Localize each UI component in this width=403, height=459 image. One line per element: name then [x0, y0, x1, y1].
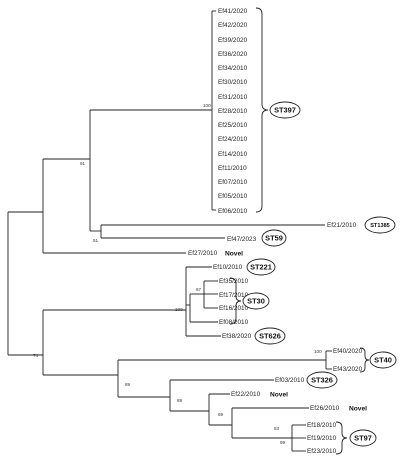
leaf-label: Ef06/2010: [218, 208, 248, 215]
novel-label: Novel: [225, 251, 243, 258]
tree-branches: [7, 10, 332, 452]
bootstrap-value: 100: [203, 103, 211, 108]
leaf-label: Ef39/2020: [218, 37, 248, 44]
st59-oval: [261, 229, 287, 247]
st1385-oval: [364, 216, 396, 234]
leaf-label: Ef23/2010: [307, 448, 337, 455]
bootstrap-value: 100: [314, 349, 322, 354]
bootstrap-value: 69: [218, 412, 224, 417]
novel-labels: Novel Novel Novel: [225, 251, 367, 413]
leaf-label: Ef21/2010: [327, 222, 357, 229]
bootstrap-value: 89: [177, 398, 183, 403]
st59-label: ST59: [265, 234, 283, 243]
bootstrap-values: 100 91 51 67 100 74 100 89 89 69 53 99: [33, 103, 322, 445]
bootstrap-value: 100: [175, 307, 183, 312]
leaf-label: Ef38/2020: [222, 333, 252, 340]
leaf-label: Ef47/2023: [227, 236, 257, 243]
bootstrap-value: 89: [125, 382, 131, 387]
st221-label: ST221: [250, 263, 272, 272]
bootstrap-value: 51: [93, 238, 99, 243]
leaf-label: Ef19/2010: [307, 435, 337, 442]
leaf-label: Ef11/2010: [218, 165, 247, 172]
st40-oval: [369, 351, 397, 369]
leaf-label: Ef03/2010: [275, 377, 305, 384]
st221-oval: [246, 258, 276, 276]
clade-brackets: [229, 7, 370, 455]
novel-label: Novel: [270, 392, 288, 399]
st30-bracket: [229, 277, 242, 325]
leaf-label: Ef42/2020: [218, 22, 248, 29]
st97-label: ST97: [354, 434, 372, 443]
st397-label: ST397: [274, 106, 296, 115]
st1385-label: ST1385: [370, 223, 390, 229]
st626-oval: [254, 327, 286, 345]
leaf-label: Ef36/2020: [218, 51, 248, 58]
leaf-label: Ef41/2020: [218, 8, 248, 15]
novel-label: Novel: [349, 406, 367, 413]
leaf-label: Ef10/2010: [213, 264, 243, 271]
bootstrap-value: 67: [196, 287, 202, 292]
leaf-label: Ef40/2020: [333, 348, 363, 355]
leaf-label: Ef34/2010: [218, 65, 248, 72]
leaf-label: Ef30/2010: [218, 79, 248, 86]
leaf-label: Ef31/2010: [218, 94, 248, 101]
st97-oval: [349, 429, 377, 447]
st397-bracket: [255, 7, 269, 213]
leaf-label: Ef07/2010: [218, 179, 248, 186]
leaf-label: Ef43/2020: [333, 366, 363, 373]
leaf-label: Ef24/2010: [218, 136, 248, 143]
st626-label: ST626: [259, 332, 281, 341]
bootstrap-value: 53: [274, 426, 280, 431]
leaf-label: Ef18/2010: [307, 422, 337, 429]
leaf-label: Ef25/2010: [218, 122, 248, 129]
bootstrap-value: 74: [33, 353, 39, 358]
leaf-labels: Ef41/2020 Ef42/2020 Ef39/2020 Ef36/2020 …: [188, 8, 363, 455]
st97-bracket: [335, 421, 348, 455]
leaf-label: Ef17/2010: [219, 292, 249, 299]
leaf-label: Ef08/2010: [219, 319, 249, 326]
st326-oval: [306, 371, 338, 389]
leaf-label: Ef22/2010: [231, 391, 261, 398]
st40-label: ST40: [374, 356, 392, 365]
leaf-label: Ef05/2010: [218, 193, 248, 200]
st326-label: ST326: [311, 376, 333, 385]
leaf-label: Ef14/2010: [218, 151, 248, 158]
leaf-label: Ef28/2010: [218, 108, 248, 115]
st-ovals: ST397 ST1385 ST59 ST221 ST30 ST626 ST40 …: [242, 101, 397, 447]
leaf-label: Ef27/2010: [188, 250, 218, 257]
st397-oval: [269, 101, 301, 119]
leaf-label: Ef16/2010: [219, 305, 249, 312]
st30-oval: [242, 292, 270, 310]
bootstrap-value: 91: [80, 161, 86, 166]
st30-label: ST30: [247, 297, 265, 306]
leaf-label: Ef26/2010: [310, 405, 340, 412]
st40-bracket: [359, 347, 370, 373]
bootstrap-value: 99: [280, 440, 286, 445]
leaf-label: Ef35/2010: [219, 278, 249, 285]
